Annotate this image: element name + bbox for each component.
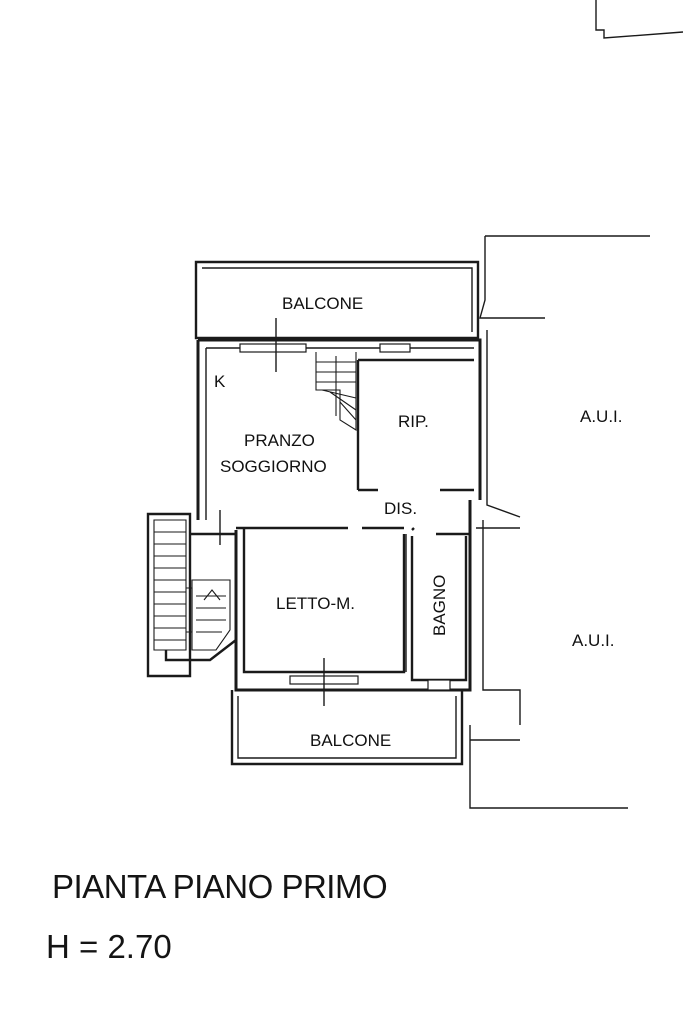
neighbor-unit-outline <box>469 235 650 809</box>
rip-walls <box>356 358 474 492</box>
dis-walls <box>236 526 470 536</box>
balcony-bottom-walls <box>230 690 464 766</box>
label-ripostiglio: RIP. <box>398 412 429 431</box>
label-soggiorno: SOGGIORNO <box>220 457 327 476</box>
window-rip <box>379 343 411 353</box>
wall-fragment-top <box>595 0 683 39</box>
window-bagno <box>427 679 451 691</box>
plan-title: PIANTA PIANO PRIMO <box>52 868 388 905</box>
label-kitchen: K <box>214 372 226 391</box>
balcony-top-walls <box>194 260 480 340</box>
label-disimpegno: DIS. <box>384 499 417 518</box>
window-living <box>239 343 307 353</box>
label-letto: LETTO-M. <box>276 594 355 613</box>
internal-staircase <box>315 352 357 431</box>
apartment-outer-walls <box>196 338 482 692</box>
balcony-bottom-inner <box>237 696 457 759</box>
balcony-top-inner <box>202 267 473 332</box>
label-bagno: BAGNO <box>430 575 449 636</box>
label-balcone-top: BALCONE <box>282 294 363 313</box>
ceiling-height: H = 2.70 <box>46 928 172 965</box>
external-staircase <box>146 510 238 678</box>
label-aui-bottom: A.U.I. <box>572 631 615 650</box>
label-balcone-bottom: BALCONE <box>310 731 391 750</box>
label-aui-top: A.U.I. <box>580 407 623 426</box>
label-pranzo: PRANZO <box>244 431 315 450</box>
